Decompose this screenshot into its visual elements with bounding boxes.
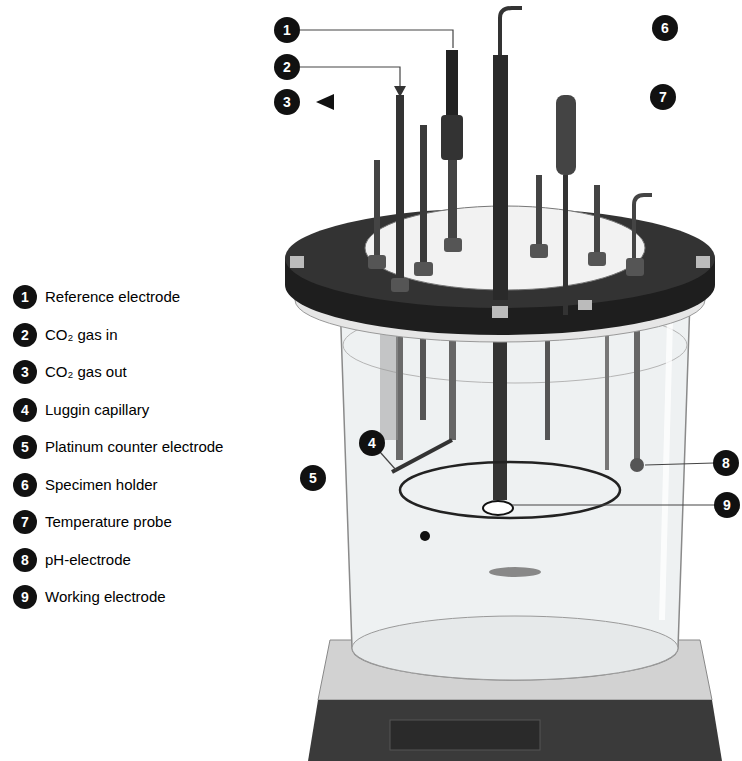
callout-number: 8	[21, 553, 29, 567]
legend-marker: 4Luggin capillary	[13, 398, 37, 422]
leader-line	[645, 463, 714, 465]
ph-electrode-bulb	[630, 458, 644, 472]
clamp	[578, 300, 592, 310]
legend-text: CO₂ gas in	[45, 327, 118, 344]
callout-number: 7	[650, 84, 676, 110]
glass-highlight	[662, 320, 670, 620]
ph-cable	[634, 195, 652, 262]
callout-number: 6	[21, 478, 29, 492]
callout-number: 4	[21, 403, 29, 417]
callout-number: 2	[21, 328, 29, 342]
fitting	[368, 255, 386, 269]
temperature-probe-head	[556, 95, 576, 175]
callout-number: 5	[309, 471, 317, 485]
rod	[536, 175, 542, 250]
legend-text: Platinum counter electrode	[45, 439, 223, 456]
callout-number: 4	[368, 436, 376, 450]
callout-number: 9	[714, 492, 740, 518]
legend-marker: 9Working electrode	[13, 585, 37, 609]
callout-number: 7	[659, 90, 667, 104]
leader-line	[300, 67, 400, 88]
rod	[420, 125, 427, 265]
fitting	[588, 252, 606, 266]
legend-marker: 2CO₂ gas in	[13, 323, 37, 347]
callout-number: 3	[283, 95, 291, 109]
stirrer-panel	[390, 720, 540, 750]
legend-marker: 5Platinum counter electrode	[13, 435, 37, 459]
callout-number: 8	[713, 450, 739, 476]
leader-line	[380, 452, 396, 470]
legend-text: pH-electrode	[45, 552, 131, 569]
legend-text: Working electrode	[45, 589, 166, 606]
callout-number: 1	[274, 17, 300, 43]
reference-bridge	[441, 115, 463, 160]
callout-number: 6	[661, 21, 669, 35]
callout-number: 3	[274, 89, 300, 115]
specimen-holder	[493, 55, 508, 300]
legend-text: Temperature probe	[45, 514, 172, 531]
arrow-head	[316, 94, 334, 110]
fitting	[530, 244, 548, 258]
legend-marker: 6Specimen holder	[13, 473, 37, 497]
gas-inlet-tube	[396, 95, 404, 285]
platinum-ring	[400, 462, 620, 518]
rod	[594, 185, 600, 260]
legend-marker: 1Reference electrode	[13, 285, 37, 309]
legend-marker: 7Temperature probe	[13, 510, 37, 534]
stir-bar	[489, 567, 541, 577]
gas-outlet-tube	[374, 160, 380, 258]
temperature-probe-rod	[563, 175, 568, 315]
cable	[500, 8, 522, 60]
callout-number: 2	[274, 54, 300, 80]
reference-electrode	[446, 50, 458, 120]
callout-number: 9	[21, 590, 29, 604]
leader-line	[512, 504, 715, 505]
arrow-head	[394, 86, 406, 97]
legend-text: Reference electrode	[45, 289, 180, 306]
working-electrode	[483, 501, 513, 515]
ring-dot	[420, 531, 430, 541]
callout-number: 9	[723, 498, 731, 512]
callout-number: 1	[21, 290, 29, 304]
legend-marker: 3CO₂ gas out	[13, 360, 37, 384]
fitting	[414, 262, 433, 276]
callout-number: 8	[722, 456, 730, 470]
clamp	[492, 306, 508, 318]
fitting	[626, 258, 644, 276]
legend-text: CO₂ gas out	[45, 364, 127, 381]
callout-number: 7	[21, 515, 29, 529]
callout-number: 3	[21, 365, 29, 379]
clamp	[290, 256, 304, 268]
leader-line	[300, 30, 453, 48]
legend-text: Luggin capillary	[45, 402, 149, 419]
callout-number: 5	[300, 465, 326, 491]
reference-tube	[448, 160, 457, 245]
stirrer-front	[308, 700, 722, 761]
fitting	[391, 278, 409, 292]
beaker-bottom	[352, 616, 678, 680]
callout-number: 6	[652, 15, 678, 41]
fitting	[444, 238, 462, 252]
callout-number: 1	[283, 23, 291, 37]
legend-text: Specimen holder	[45, 477, 158, 494]
callout-number: 5	[21, 440, 29, 454]
glass-beaker	[340, 300, 690, 680]
clamp	[696, 256, 710, 268]
callout-number: 4	[359, 430, 385, 456]
callout-number: 2	[283, 60, 291, 74]
legend-marker: 8pH-electrode	[13, 548, 37, 572]
